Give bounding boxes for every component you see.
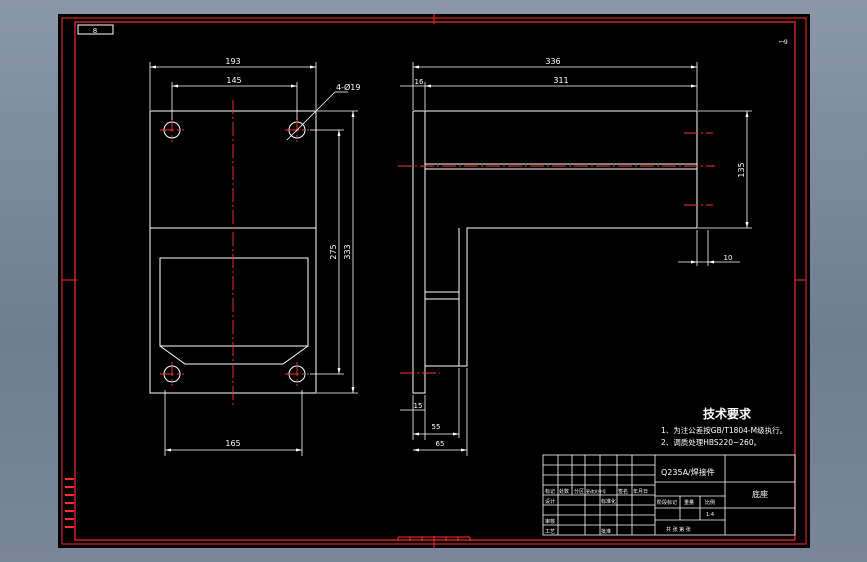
tb-label-sign: 签名 <box>618 488 628 495</box>
corner-tag: 8 <box>77 24 114 35</box>
tb-label-count: 处数 <box>559 488 569 495</box>
dim-front-hole-spacing: 145 <box>226 76 241 85</box>
tb-label-std: 标准化 <box>601 498 616 505</box>
dim-front-bottom-width: 165 <box>225 439 240 448</box>
dim-side-depth: 135 <box>737 162 746 177</box>
dim-front-height-total: 333 <box>343 244 352 259</box>
tb-label-date: 年月日 <box>633 488 648 495</box>
tech-title: 技术要求 <box>703 406 752 421</box>
side-zone-marks <box>65 478 74 528</box>
title-block <box>542 454 796 536</box>
front-gusset <box>159 345 309 365</box>
front-dims <box>149 62 358 456</box>
tb-label-scale: 比例 <box>705 499 715 506</box>
tb-label-process: 工艺 <box>545 529 555 535</box>
dim-front-width: 193 <box>225 57 240 66</box>
dim-side-length: 311 <box>553 76 568 85</box>
title-block-labels: 标记 处数 分区 更改文件号 签名 年月日 设计 标准化 审核 工艺 批准 阶段… <box>545 488 715 535</box>
dim-side-small: 10 <box>724 254 733 262</box>
tb-label-weight: 重量 <box>684 499 694 506</box>
part-name: 底座 <box>752 489 768 499</box>
tb-label-design: 设计 <box>545 498 555 505</box>
corner-tag-text: 8 <box>93 27 97 35</box>
bottom-ruler <box>397 536 471 541</box>
side-view <box>412 110 698 394</box>
dim-hole-callout: 4-Ø19 <box>336 82 360 92</box>
tb-label-stage: 阶段标记 <box>657 499 677 506</box>
front-window <box>159 257 309 347</box>
front-dim-arrows <box>150 65 355 452</box>
tech-note-1: 1、为注公差按GB/T1804-M级执行。 <box>661 425 787 435</box>
inner-frame <box>74 21 796 541</box>
tb-sheet: 共 张 第 张 <box>666 526 691 533</box>
side-outline <box>412 110 698 394</box>
dim-bottom-thick: 15 <box>414 402 423 410</box>
side-centerlines <box>398 132 715 374</box>
dim-side-flange: 16 <box>415 78 424 86</box>
dim-side-total: 336 <box>545 57 560 66</box>
tb-label-change: 更改文件号 <box>586 488 606 494</box>
tb-scale-value: 1:4 <box>706 512 714 518</box>
dim-bottom-55: 55 <box>432 423 441 431</box>
top-right-mark: ꟷ9 <box>779 39 788 46</box>
drawing-sheet <box>58 14 810 548</box>
tb-label-approve: 批准 <box>601 528 611 535</box>
dim-bottom-65: 65 <box>436 440 445 448</box>
tech-note-2: 2、调质处理HBS220~260。 <box>661 437 761 447</box>
side-dim-arrows <box>413 65 749 452</box>
tb-label-zone: 分区 <box>574 488 584 495</box>
tb-label-mark: 标记 <box>545 488 555 495</box>
tb-label-check: 审核 <box>545 518 555 525</box>
side-dims <box>400 62 752 456</box>
material-label: Q235A/焊接件 <box>661 467 715 477</box>
dim-front-height-inner: 275 <box>329 244 338 259</box>
